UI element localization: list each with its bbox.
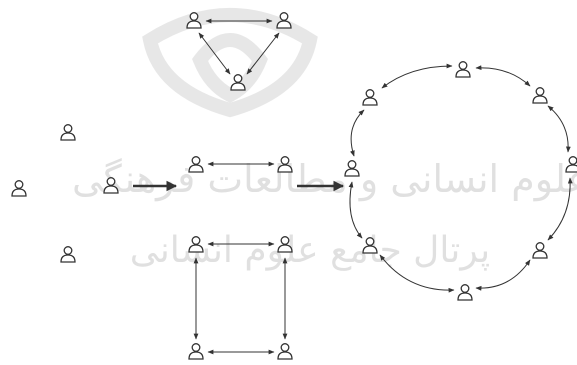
ring-link-1 (381, 63, 453, 89)
watermark-line-2: پرتال جامع علوم انسانی (130, 230, 490, 271)
triangle-link-right (246, 32, 280, 75)
person-isolated-1 (60, 124, 76, 141)
watermark-emblem (142, 8, 318, 118)
person-isolated-4 (60, 246, 76, 263)
person-isolated-2 (11, 180, 27, 197)
ring-link-5 (475, 259, 531, 291)
ring-link-8 (350, 109, 365, 157)
people-layer (11, 12, 577, 360)
ring-link-6 (379, 254, 455, 293)
person-triangle-2 (276, 12, 292, 29)
person-ring-1 (362, 89, 378, 106)
person-ring-7 (362, 237, 378, 254)
person-square-1 (188, 236, 204, 253)
triangle-link-left (198, 32, 231, 75)
person-square-4 (277, 343, 293, 360)
watermark: پژوهشگاه علوم انسانی و مطالعات فرهنگی پر… (72, 8, 577, 271)
ring-link-4 (547, 177, 573, 241)
person-pair-2 (277, 156, 293, 173)
links-layer (133, 18, 573, 355)
person-isolated-3 (103, 177, 119, 194)
person-ring-4 (565, 156, 577, 173)
ring-link-2 (475, 65, 531, 87)
person-ring-2 (455, 61, 471, 78)
person-ring-5 (532, 242, 548, 259)
person-ring-8 (344, 160, 360, 177)
ring-link-3 (547, 105, 571, 153)
person-square-3 (188, 343, 204, 360)
person-pair-1 (188, 156, 204, 173)
watermark-line-1: پژوهشگاه علوم انسانی و مطالعات فرهنگی (72, 157, 577, 202)
person-triangle-1 (186, 12, 202, 29)
ring-link-7 (348, 181, 363, 239)
person-square-2 (277, 236, 293, 253)
person-ring-3 (532, 87, 548, 104)
person-ring-6 (457, 284, 473, 301)
person-triangle-3 (230, 74, 246, 91)
